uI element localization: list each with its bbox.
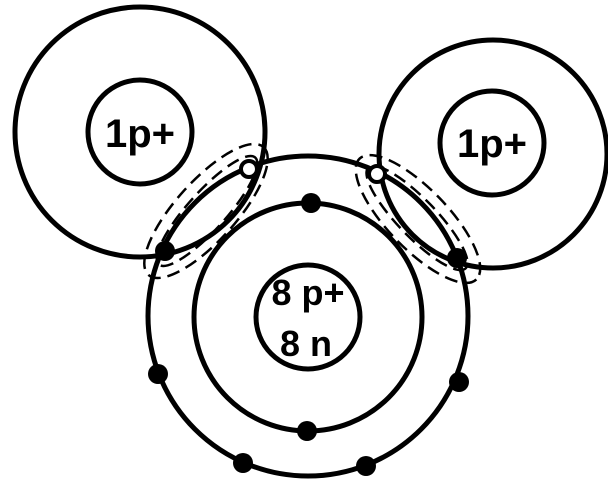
hydrogen-left-nucleus [85,77,195,187]
oxygen-outer-electron-bottom-right [356,456,376,476]
oxygen-atom: 8 p+ 8 n [145,153,471,479]
oxygen-nucleus-neutrons-label: 8 n [280,323,332,364]
bond-left-inner-outline [155,154,259,268]
bond-right-inner-outline [365,164,469,272]
oxygen-nucleus-protons-label: 8 p+ [271,272,344,313]
oxygen-bond-electron-right [447,248,467,268]
hydrogen-atom-right: 1p+ [376,37,608,271]
hydrogen-right-nucleus [437,88,547,198]
hydrogen-right-electron [367,164,387,184]
hydrogen-left-shell [12,4,268,260]
hydrogen-left-nucleus-label: 1p+ [105,112,175,156]
hydrogen-right-nucleus-label: 1p+ [457,122,527,166]
bond-left-outer-outline [143,142,269,280]
oxygen-inner-shell [191,200,425,434]
oxygen-outer-shell [145,153,471,479]
oxygen-bond-electron-left [155,241,175,261]
hydrogen-atom-left: 1p+ [12,4,268,260]
oxygen-outer-electron-right [449,372,469,392]
oxygen-outer-electron-left [148,364,168,384]
oxygen-inner-electron-top [301,193,321,213]
oxygen-nucleus [253,262,363,372]
hydrogen-left-electron [239,159,259,179]
hydrogen-right-shell [376,37,608,271]
oxygen-inner-electron-bottom [297,421,317,441]
covalent-bond-left [143,142,269,280]
oxygen-outer-electron-bottom-left [233,453,253,473]
electrons [148,159,469,476]
